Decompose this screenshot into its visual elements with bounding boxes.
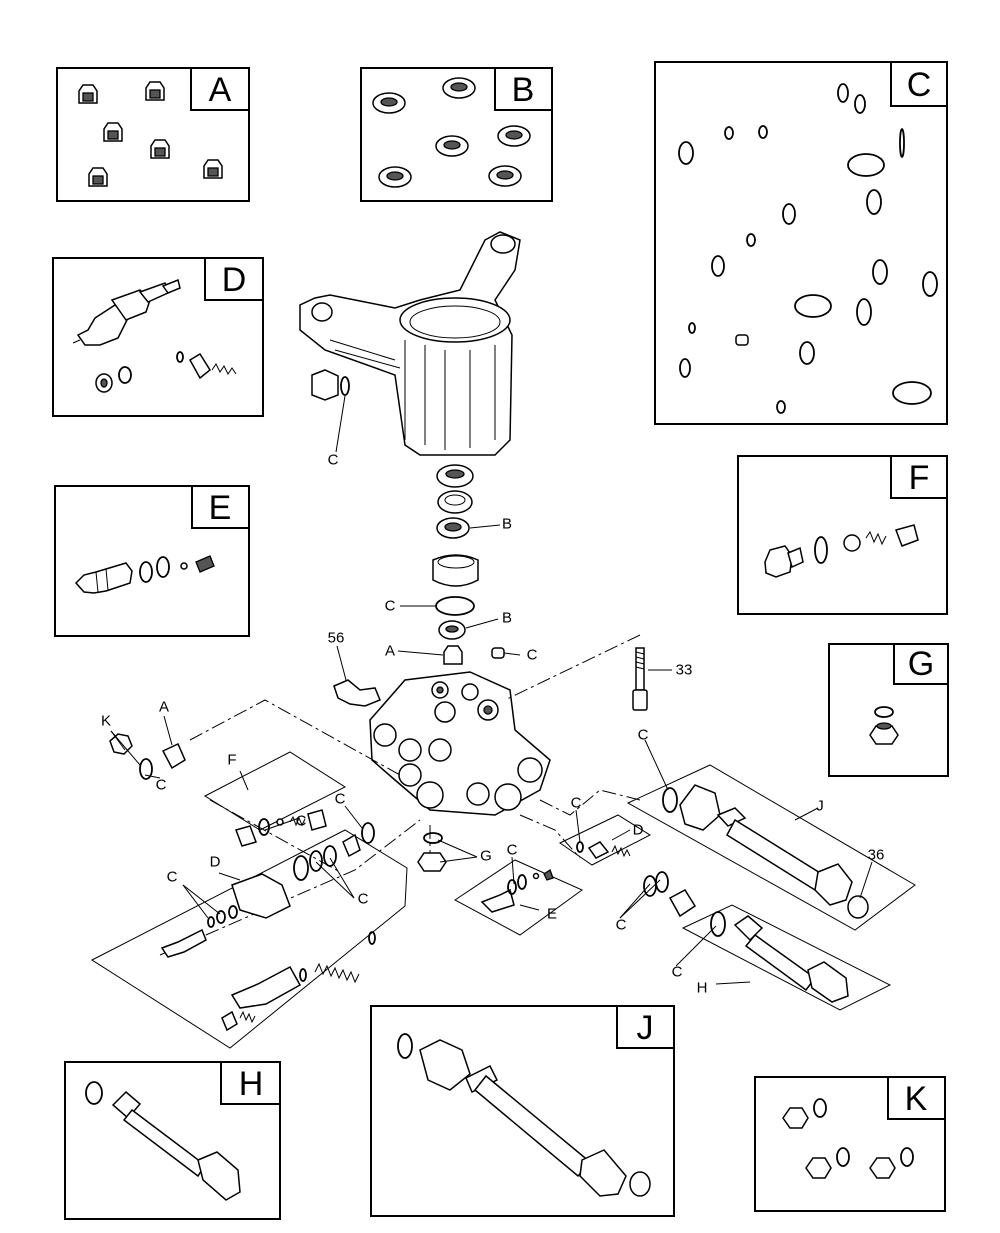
- kit-letter-a: A: [209, 71, 232, 109]
- check-valve-icon: [74, 555, 215, 594]
- callout-a-left: A: [159, 699, 169, 716]
- kit-letter-b: B: [512, 71, 535, 109]
- kit-letter-h: H: [239, 1065, 264, 1103]
- callout-c-cap: C: [527, 647, 538, 664]
- nozzle-cap-icons: [78, 81, 223, 187]
- callout-c-d3: C: [358, 891, 369, 908]
- outlet-tube-icon: [397, 1033, 651, 1197]
- callout-leaders: [110, 395, 873, 985]
- kit-letter-d: D: [222, 261, 247, 299]
- kit-box-f: F: [737, 455, 948, 615]
- kit-box-a: A: [56, 67, 250, 202]
- kit-letter-e: E: [209, 489, 232, 527]
- callout-c-d1: C: [335, 791, 346, 808]
- callout-f: F: [227, 752, 236, 769]
- plug-icon: [869, 706, 899, 745]
- callout-c-rd: C: [571, 795, 582, 812]
- plug-oring-icons: [782, 1098, 914, 1179]
- callout-c-j: C: [638, 727, 649, 744]
- callout-d-right: D: [633, 822, 644, 839]
- kit-box-h: H: [64, 1061, 281, 1220]
- assembly-guide-lines: [159, 634, 641, 956]
- crankcase-housing: [299, 231, 521, 456]
- callout-b-upper: B: [502, 516, 512, 533]
- callout-e: E: [547, 906, 557, 923]
- callout-k-left: K: [101, 713, 111, 730]
- callout-labels: C B C B A C 56 33 K A C F C C D C C G C …: [101, 452, 884, 997]
- kit-box-e: E: [54, 485, 250, 637]
- callout-c-d2: C: [167, 869, 178, 886]
- unloader-seal-icons: [95, 351, 237, 393]
- callout-a-top: A: [385, 643, 395, 660]
- kit-letter-k: K: [905, 1080, 928, 1118]
- callout-c-e: C: [507, 842, 518, 859]
- kit-box-b: B: [360, 67, 553, 202]
- o-ring-icons: [678, 83, 938, 414]
- fitting-56: [333, 679, 381, 707]
- callout-36: 36: [868, 847, 885, 864]
- kit-box-k: K: [754, 1076, 946, 1212]
- callout-b-lower: B: [502, 610, 512, 627]
- pump-manifold: [369, 671, 551, 816]
- exploded-parts: [109, 733, 869, 1032]
- callout-c-k: C: [156, 777, 167, 794]
- inlet-tube-icon: [85, 1081, 241, 1201]
- unloader-valve-icon: [72, 278, 181, 346]
- kit-letter-g: G: [908, 645, 934, 683]
- bolt-33: [632, 647, 648, 711]
- kit-letter-f: F: [909, 459, 930, 497]
- seal-icons: [372, 77, 531, 188]
- callout-c-mid: C: [385, 598, 396, 615]
- kit-box-g: G: [828, 643, 949, 777]
- kit-box-j: J: [370, 1005, 675, 1217]
- callout-c-h: C: [672, 964, 683, 981]
- kit-letter-j: J: [637, 1009, 654, 1047]
- center-seal-stack: [432, 464, 505, 665]
- relief-valve-icon: [764, 524, 919, 578]
- callout-c-pump: C: [328, 452, 339, 469]
- kit-letter-c: C: [907, 66, 932, 104]
- callout-33: 33: [676, 662, 693, 679]
- callout-56: 56: [328, 630, 345, 647]
- callout-g: G: [480, 848, 492, 865]
- callout-d: D: [210, 854, 221, 871]
- callout-c-f: C: [296, 813, 307, 830]
- callout-c-r2: C: [616, 917, 627, 934]
- kit-box-c: C: [654, 61, 948, 425]
- callout-h: H: [697, 980, 708, 997]
- kit-box-d: D: [52, 257, 264, 417]
- callout-j: J: [816, 798, 824, 815]
